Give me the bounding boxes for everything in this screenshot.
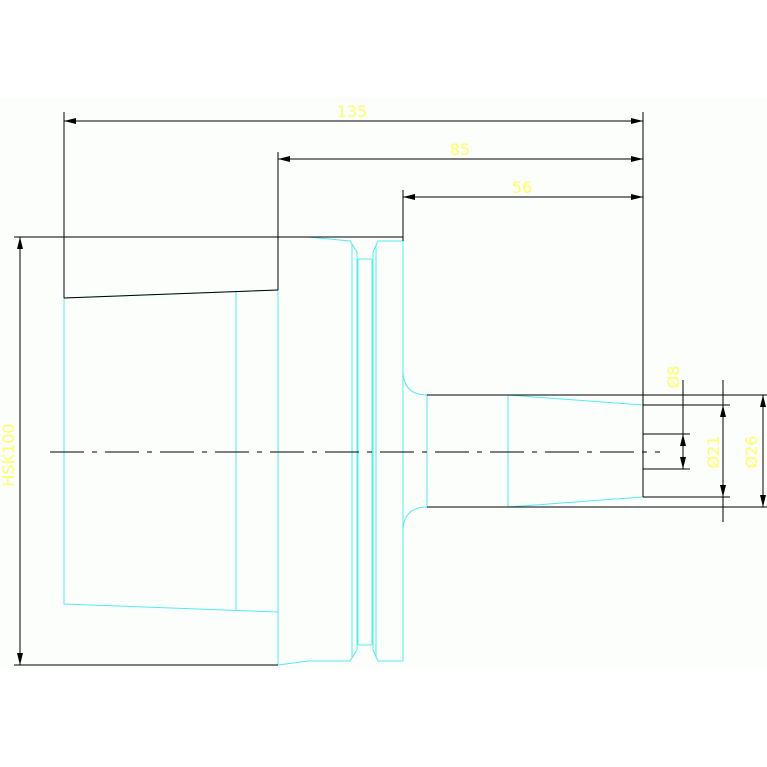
dimension-lines xyxy=(14,112,767,666)
dim-text-hsk: HSK100 xyxy=(0,423,18,486)
dim-text-d8: Ø8 xyxy=(664,366,683,389)
tip-cone-bottom xyxy=(507,496,644,508)
dim-text-d21: Ø21 xyxy=(704,436,723,469)
flange-body xyxy=(277,236,358,666)
taper-top-edge-dark xyxy=(63,289,279,299)
neck-fillet-bottom xyxy=(402,506,428,531)
tip-cone-top xyxy=(507,394,644,406)
drawing-area xyxy=(0,98,767,668)
dim-text-56: 56 xyxy=(512,178,532,197)
dim-text-d26: Ø26 xyxy=(742,436,761,469)
dim-text-135: 135 xyxy=(337,102,368,121)
collar-body xyxy=(372,240,404,662)
dim-text-85: 85 xyxy=(450,140,470,159)
neck-fillet-top xyxy=(402,371,428,396)
